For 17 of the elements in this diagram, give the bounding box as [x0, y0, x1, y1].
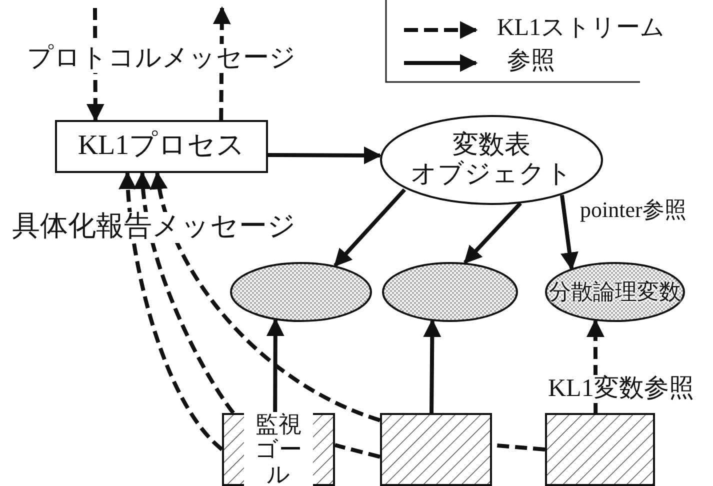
- arrow: [464, 202, 522, 264]
- edge-label: KL1変数参照: [546, 375, 696, 402]
- node-text: 監視ゴール: [244, 412, 313, 486]
- node-text: 変数表: [452, 131, 530, 160]
- node-text: KL1プロセス: [78, 131, 246, 162]
- arrow: [560, 194, 578, 270]
- arrow: [334, 188, 406, 267]
- edge-label: pointer参照: [578, 198, 688, 222]
- node-text: オブジェクト: [410, 160, 572, 189]
- node-text: 分散論理変数: [549, 280, 681, 304]
- arrow: [134, 171, 235, 414]
- arrow: [423, 319, 442, 414]
- arrow: [119, 171, 224, 451]
- arrow: [268, 146, 382, 164]
- legend-text: 参照: [505, 48, 557, 74]
- arrow: [266, 318, 284, 413]
- arrow: [150, 171, 381, 422]
